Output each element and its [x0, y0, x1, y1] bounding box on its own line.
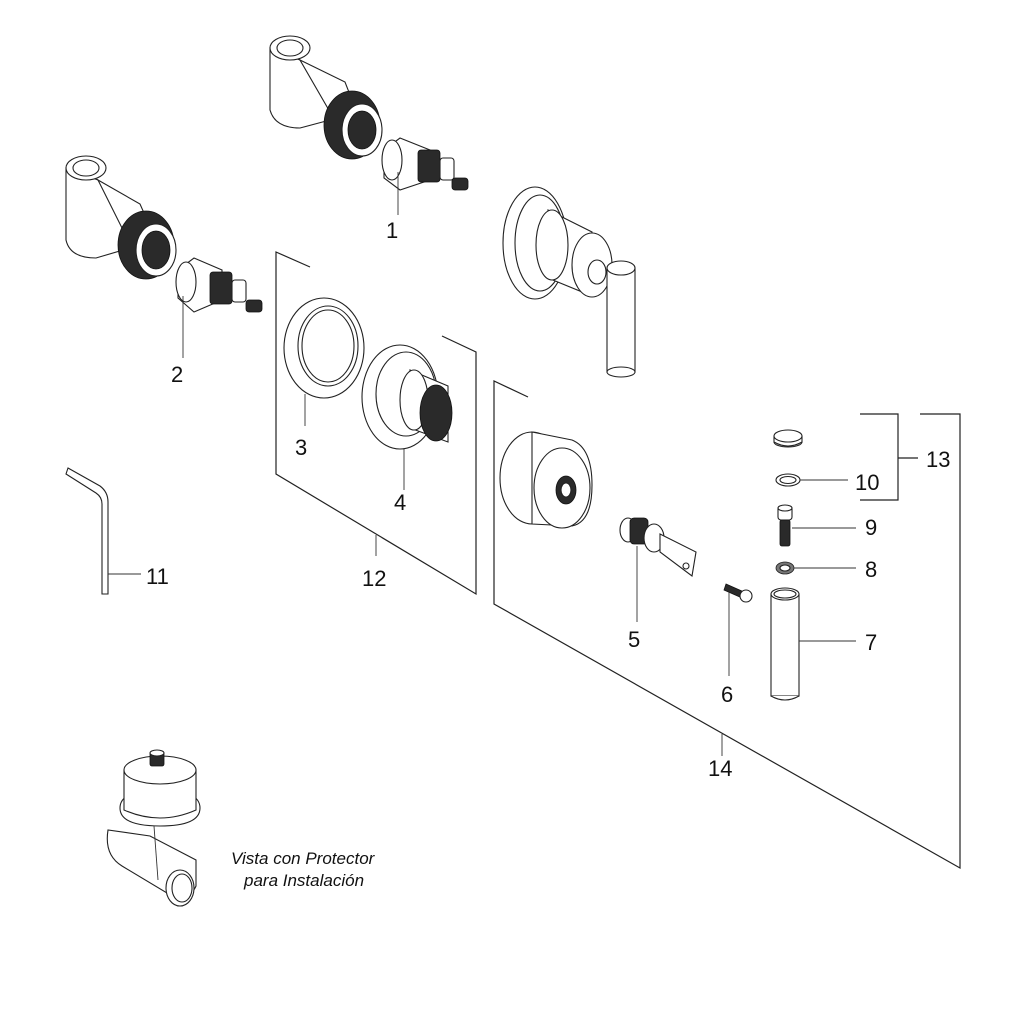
handle-hub [499, 431, 593, 529]
callout-8: 8 [865, 557, 877, 582]
callout-6: 6 [721, 682, 733, 707]
callout-9: 9 [865, 515, 877, 540]
caption-line-1: Vista con Protector [231, 849, 376, 868]
upper-valve-body [269, 35, 383, 160]
washer [775, 561, 795, 575]
callout-11: 11 [146, 564, 169, 589]
end-cap [773, 429, 803, 448]
gasket-ring [283, 297, 365, 399]
lower-valve-body [65, 155, 177, 280]
callout-5: 5 [628, 627, 640, 652]
callout-13: 13 [926, 447, 950, 472]
callout-14: 14 [708, 756, 732, 781]
assembled-handle [502, 186, 636, 378]
lever-tube [770, 587, 800, 701]
spindle-adapter [619, 517, 697, 577]
group-14-bracket [493, 380, 961, 870]
callout-10: 10 [855, 470, 879, 495]
installation-protector-view [106, 749, 201, 907]
lower-cartridge [175, 257, 263, 313]
o-ring [775, 473, 801, 487]
callout-2: 2 [171, 362, 183, 387]
caption-line-2: para Instalación [243, 871, 364, 890]
socket-screw [777, 504, 793, 547]
threaded-flange [361, 344, 453, 450]
upper-cartridge [381, 137, 469, 191]
callout-1: 1 [386, 218, 398, 243]
group-13-bracket [860, 413, 918, 501]
hex-key [65, 467, 109, 595]
callout-4: 4 [394, 490, 406, 515]
group-12-bracket [275, 251, 477, 596]
callout-7: 7 [865, 630, 877, 655]
set-screw [723, 583, 753, 603]
callout-3: 3 [295, 435, 307, 460]
callout-12: 12 [362, 566, 386, 591]
